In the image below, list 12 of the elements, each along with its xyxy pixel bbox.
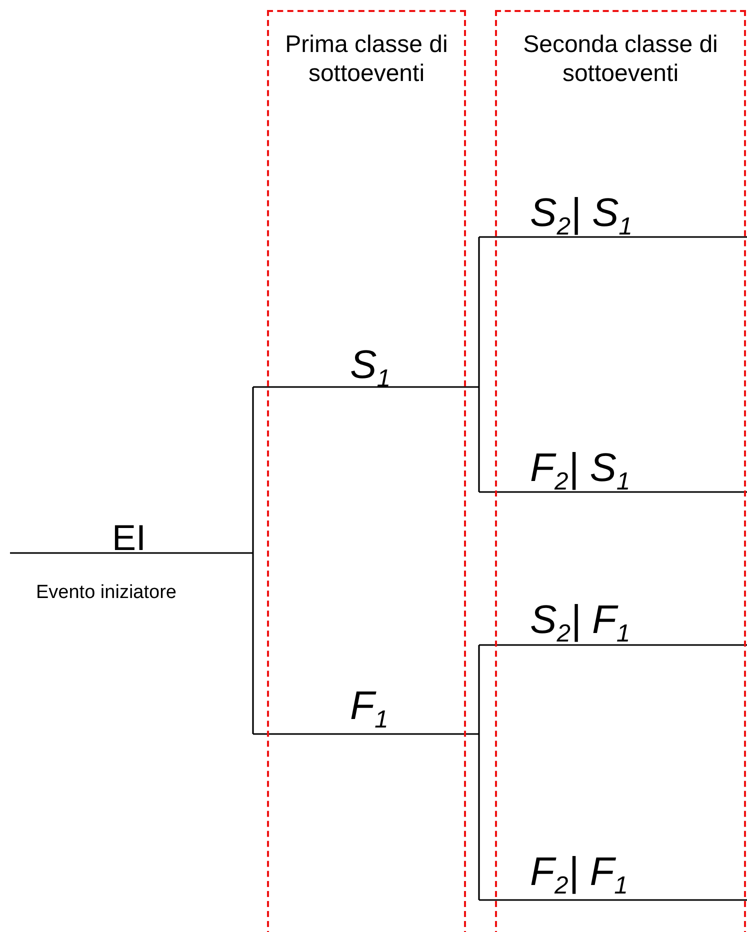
branch-label: S$_{2}$| F$_{1}$ — [530, 600, 630, 648]
branch-label: F$_{2}$| F$_{1}$ — [530, 852, 628, 900]
event-caption: Evento iniziatore — [36, 583, 176, 602]
dashed-column-band — [267, 10, 466, 932]
branch-label: F$_{1}$ — [350, 686, 388, 734]
column-heading: Seconda classe di sottoeventi — [522, 30, 719, 88]
branch-label: F$_{2}$| S$_{1}$ — [530, 448, 630, 496]
event-label: EI — [112, 520, 146, 556]
column-heading: Prima classe di sottoeventi — [284, 30, 449, 88]
branch-label: S$_{1}$ — [350, 345, 390, 392]
dashed-column-band — [495, 10, 746, 932]
branch-label: S$_{2}$| S$_{1}$ — [530, 193, 632, 240]
